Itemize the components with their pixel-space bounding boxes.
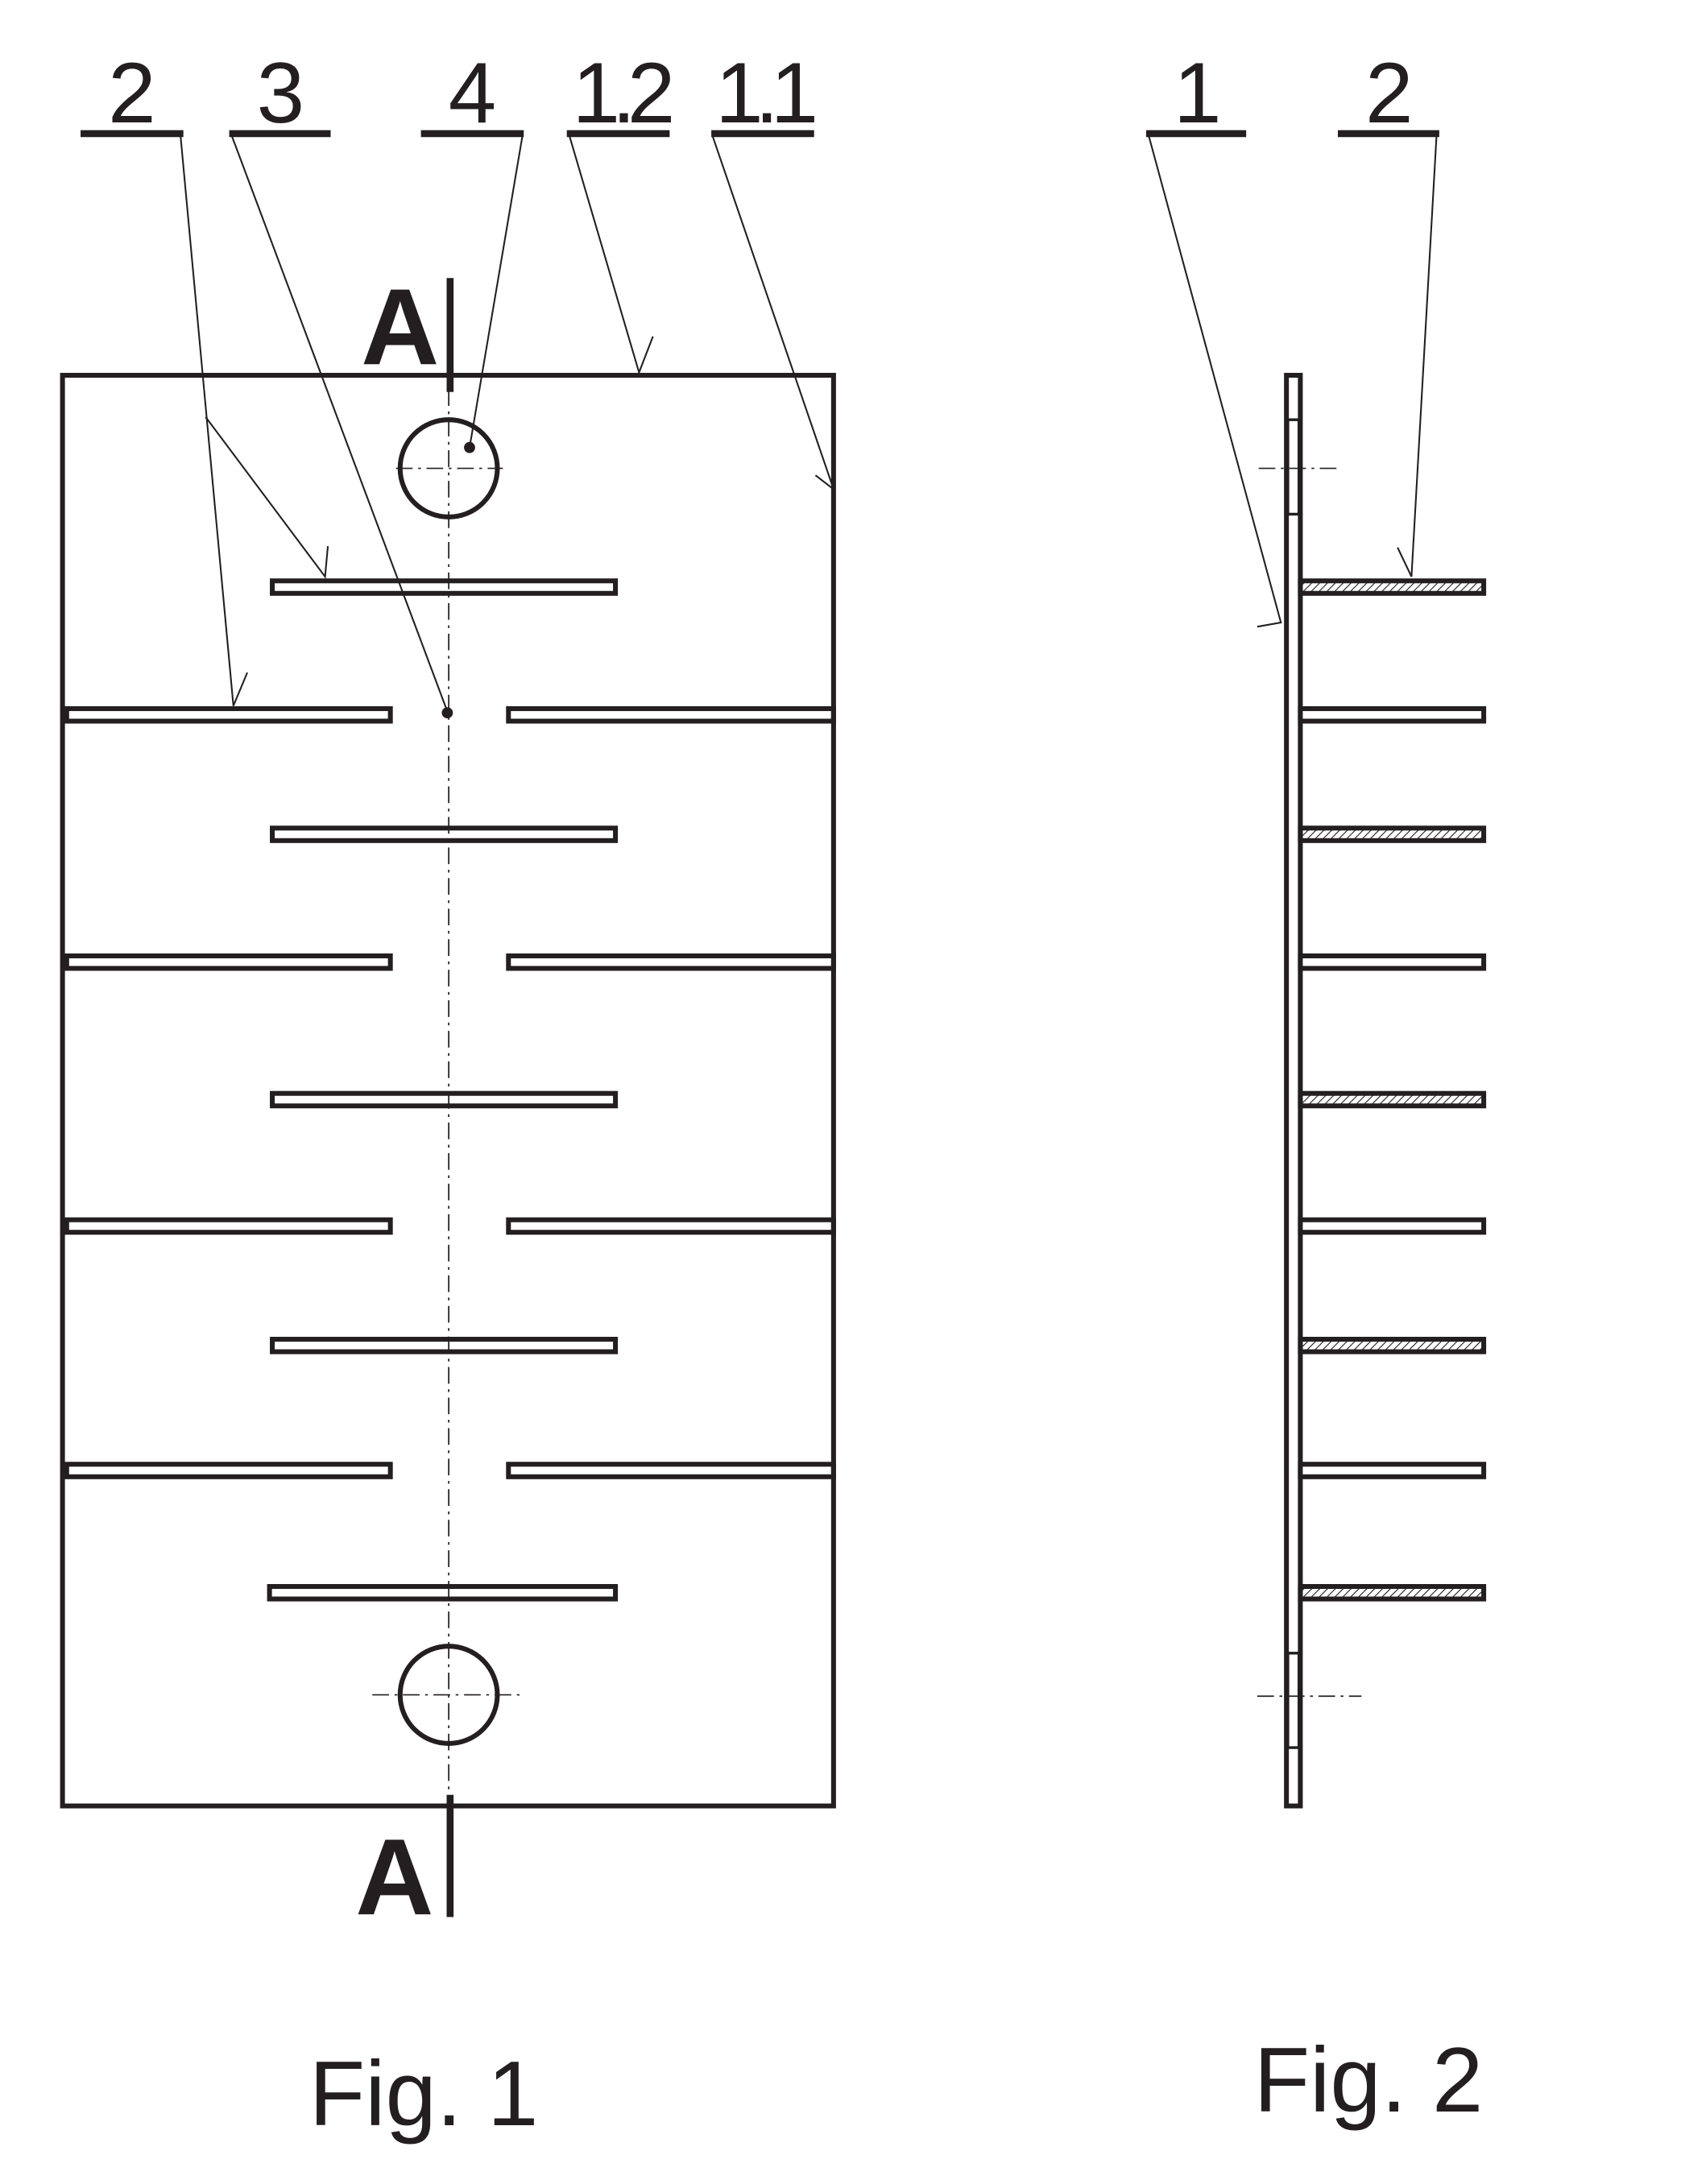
section-mark-bottom: A (355, 1816, 433, 1938)
leader-line-2 (180, 136, 248, 706)
leader-line-1-1 (711, 136, 835, 492)
figure-2: 1 2 Fig. 2 (1145, 44, 1487, 2132)
label-3: 3 (257, 44, 304, 141)
slot-right (506, 953, 836, 971)
hole-section-bottom (1286, 1652, 1301, 1749)
leader-line-2-branch (205, 416, 329, 579)
slot (270, 578, 619, 596)
slot (267, 1584, 619, 1602)
leader-line-3 (231, 135, 449, 712)
leader-line-4 (468, 136, 524, 448)
fig1-leader-lines (180, 135, 835, 712)
fin-hatched (1298, 1584, 1487, 1602)
point-3 (441, 707, 453, 719)
label-1-2: 1.2 (572, 44, 671, 141)
hole-section-top (1286, 418, 1301, 516)
slot-left (64, 1462, 393, 1479)
fin (1298, 1462, 1487, 1479)
fin (1298, 705, 1487, 724)
slot-left (64, 1217, 393, 1235)
figure-caption-2: Fig. 2 (1254, 2029, 1484, 2132)
figure-1: 2 3 4 1.2 1.1 (60, 44, 836, 2145)
plate-section (1284, 372, 1303, 1809)
slot (270, 825, 619, 843)
fin-hatched (1298, 825, 1487, 843)
center-slots (267, 578, 619, 1602)
slot-left (64, 953, 393, 971)
slot-right (506, 1217, 836, 1235)
slot (270, 1090, 619, 1109)
point-4 (464, 441, 475, 453)
fin (1298, 953, 1487, 971)
slot (270, 1336, 619, 1355)
slot-right (506, 705, 836, 724)
label-4: 4 (449, 44, 496, 141)
leader-line-2 (1397, 136, 1438, 577)
fin-hatched (1298, 578, 1487, 596)
slot-right (506, 1462, 836, 1479)
fig1-labels: 2 3 4 1.2 1.1 (81, 44, 823, 141)
label-2: 2 (108, 44, 155, 141)
section-mark-top: A (361, 266, 439, 387)
fins (1298, 578, 1487, 1602)
label-1-1: 1.1 (715, 44, 814, 141)
label-1: 1 (1174, 44, 1221, 141)
side-slots (64, 705, 836, 1479)
leader-line-1-2 (569, 136, 654, 375)
fin-hatched (1298, 1336, 1487, 1355)
label-2: 2 (1365, 44, 1413, 141)
fin (1298, 1217, 1487, 1235)
figure-caption-1: Fig. 1 (309, 2043, 539, 2145)
slot-left (64, 705, 393, 724)
leader-line-1 (1148, 136, 1282, 628)
fin-hatched (1298, 1090, 1487, 1109)
